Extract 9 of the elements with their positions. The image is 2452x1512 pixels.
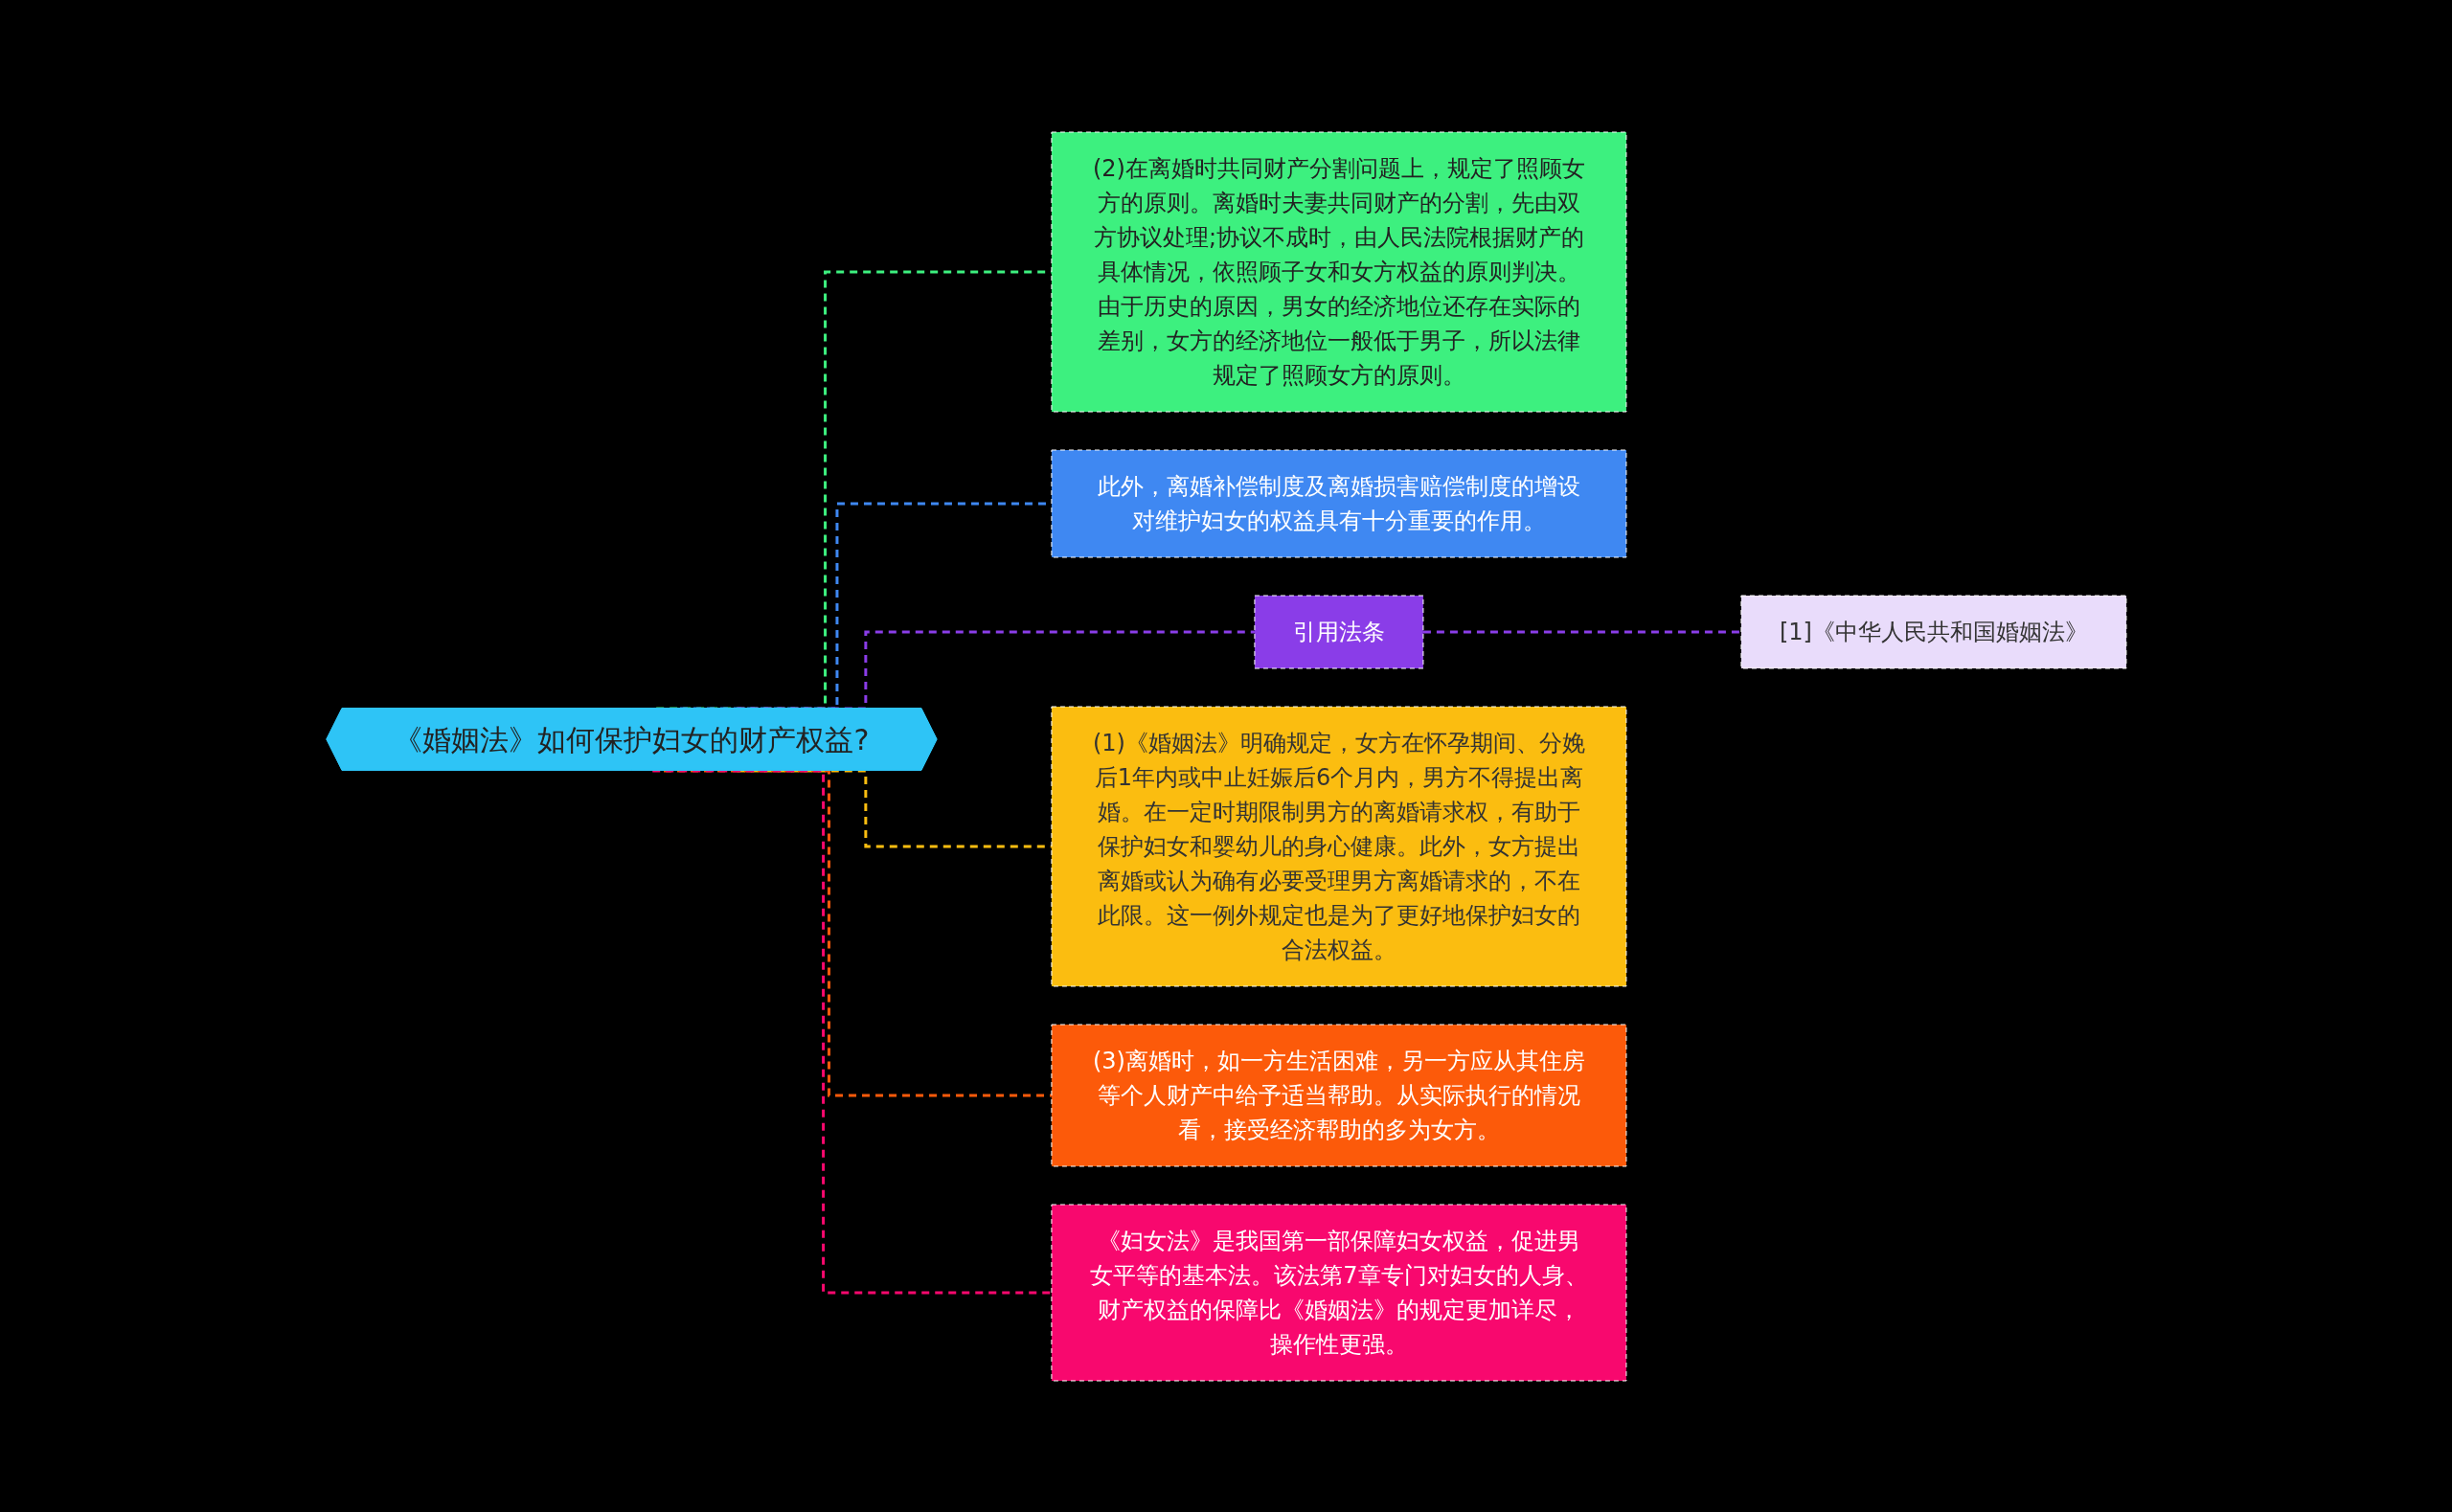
node-box (1050, 706, 1626, 986)
node-box (1050, 131, 1626, 412)
node-box (1050, 1024, 1626, 1166)
node-box (1050, 449, 1626, 557)
connector (651, 769, 1052, 1294)
node-box (1739, 595, 2126, 668)
node-box (1253, 595, 1423, 668)
connector (1422, 630, 1741, 633)
node-box (1050, 1204, 1626, 1381)
